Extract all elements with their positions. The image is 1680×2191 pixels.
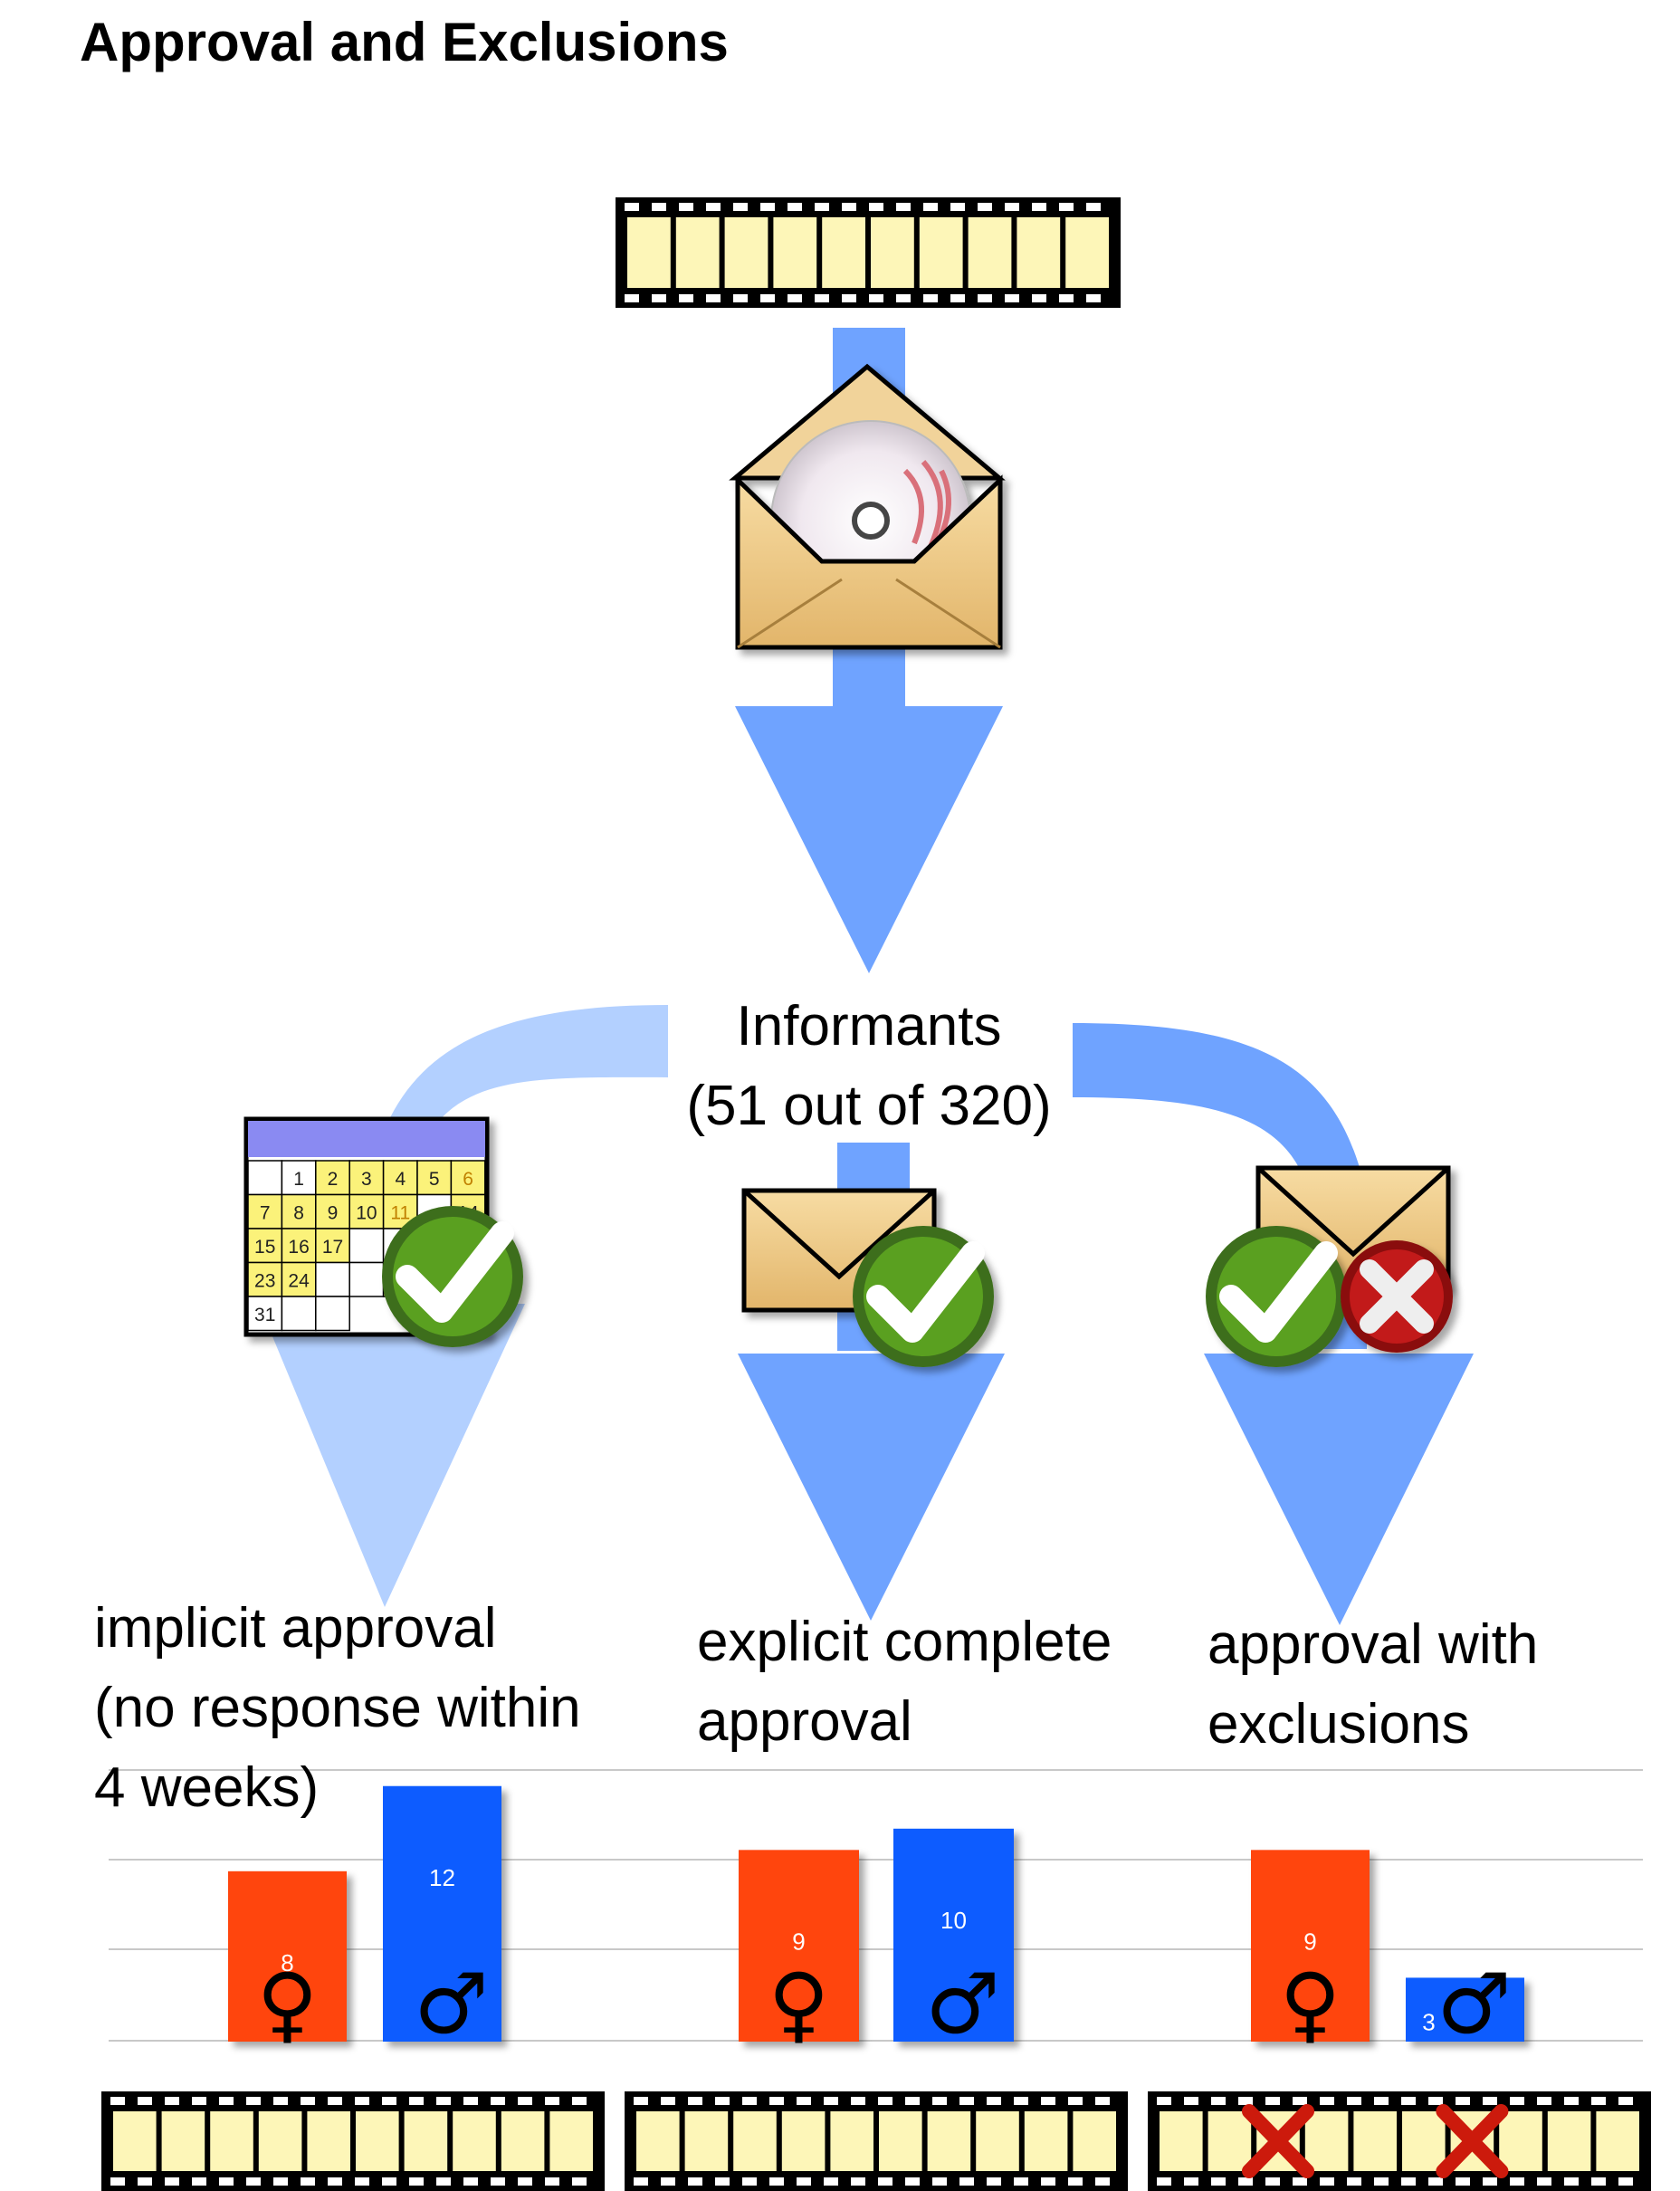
bar-value-label: 12 — [429, 1864, 455, 1891]
male-symbol-icon: ♂ — [1437, 1956, 1511, 2052]
calendar-day: 11 — [390, 1202, 410, 1223]
informants-line: Informants — [736, 995, 1002, 1057]
label-line: exclusions — [1208, 1693, 1470, 1756]
bar-male — [1406, 1977, 1524, 2042]
calendar-day: 5 — [429, 1169, 440, 1190]
informants-label: Informants (51 out of 320) — [670, 987, 1068, 1146]
bar-value-label: 8 — [281, 1949, 293, 1976]
male-symbol-icon: ♂ — [414, 1956, 488, 2052]
calendar-day: 3 — [361, 1169, 372, 1190]
bar-male — [383, 1785, 501, 2042]
cross-icon — [1341, 1240, 1453, 1353]
bar-female — [1251, 1850, 1370, 2042]
calendar-day: 4 — [395, 1169, 406, 1190]
calendar-day: 23 — [254, 1270, 275, 1291]
envelope-icon — [741, 1188, 937, 1313]
bar-value-label: 9 — [1303, 1928, 1316, 1955]
check-icon — [853, 1226, 994, 1367]
bar-male — [893, 1828, 1014, 2042]
label-line: approval with — [1208, 1613, 1539, 1676]
film-strip-icon — [101, 2091, 605, 2191]
chart-gridlines — [109, 1769, 1643, 2042]
calendar-day: 15 — [254, 1237, 275, 1258]
bar-value-label: 9 — [792, 1928, 805, 1955]
envelope-disc-icon — [729, 363, 1006, 650]
female-symbol-icon: ♀ — [768, 1956, 829, 2052]
male-symbol-icon: ♂ — [925, 1956, 999, 2052]
informants-count: (51 out of 320) — [686, 1075, 1052, 1137]
calendar-day: 8 — [293, 1202, 304, 1223]
calendar-icon: 1234567891011141516172122232428293031 — [243, 1116, 490, 1337]
bar-female — [228, 1870, 347, 2042]
branch-label-implicit: implicit approval (no response within 4 … — [94, 1589, 581, 1828]
film-strip-icon — [625, 2091, 1128, 2191]
exclusion-mark — [1436, 2104, 1509, 2178]
label-line: 4 weeks) — [94, 1756, 320, 1819]
bar-chart: 8♀12♂9♀10♂9♀3♂ — [228, 1785, 1524, 2052]
calendar-day: 7 — [260, 1202, 271, 1223]
bar-value-label: 10 — [940, 1907, 967, 1934]
exclusion-mark — [1242, 2104, 1314, 2178]
film-strip-icon — [1148, 2091, 1651, 2191]
check-icon — [1206, 1226, 1347, 1367]
branch-label-exclusions: approval with exclusions — [1208, 1605, 1538, 1765]
film-strip-icon — [616, 197, 1121, 308]
label-line: explicit complete — [697, 1611, 1112, 1673]
label-line: (no response within — [94, 1677, 581, 1739]
calendar-day: 17 — [322, 1237, 343, 1258]
calendar-day: 10 — [356, 1202, 377, 1223]
calendar-day: 2 — [328, 1169, 339, 1190]
calendar-day: 1 — [293, 1169, 304, 1190]
female-symbol-icon: ♀ — [1280, 1956, 1341, 2052]
calendar-day: 31 — [254, 1305, 275, 1325]
calendar-day: 6 — [463, 1169, 473, 1190]
calendar-day: 24 — [288, 1270, 310, 1291]
bar-female — [739, 1850, 859, 2042]
calendar-day: 9 — [328, 1202, 339, 1223]
page-title: Approval and Exclusions — [80, 12, 729, 72]
check-icon — [382, 1206, 523, 1347]
branch-label-explicit: explicit complete approval — [697, 1603, 1112, 1762]
female-symbol-icon: ♀ — [257, 1956, 318, 2052]
label-line: approval — [697, 1690, 912, 1753]
bar-value-label: 3 — [1422, 2008, 1435, 2035]
calendar-day: 16 — [288, 1237, 309, 1258]
label-line: implicit approval — [94, 1597, 497, 1660]
